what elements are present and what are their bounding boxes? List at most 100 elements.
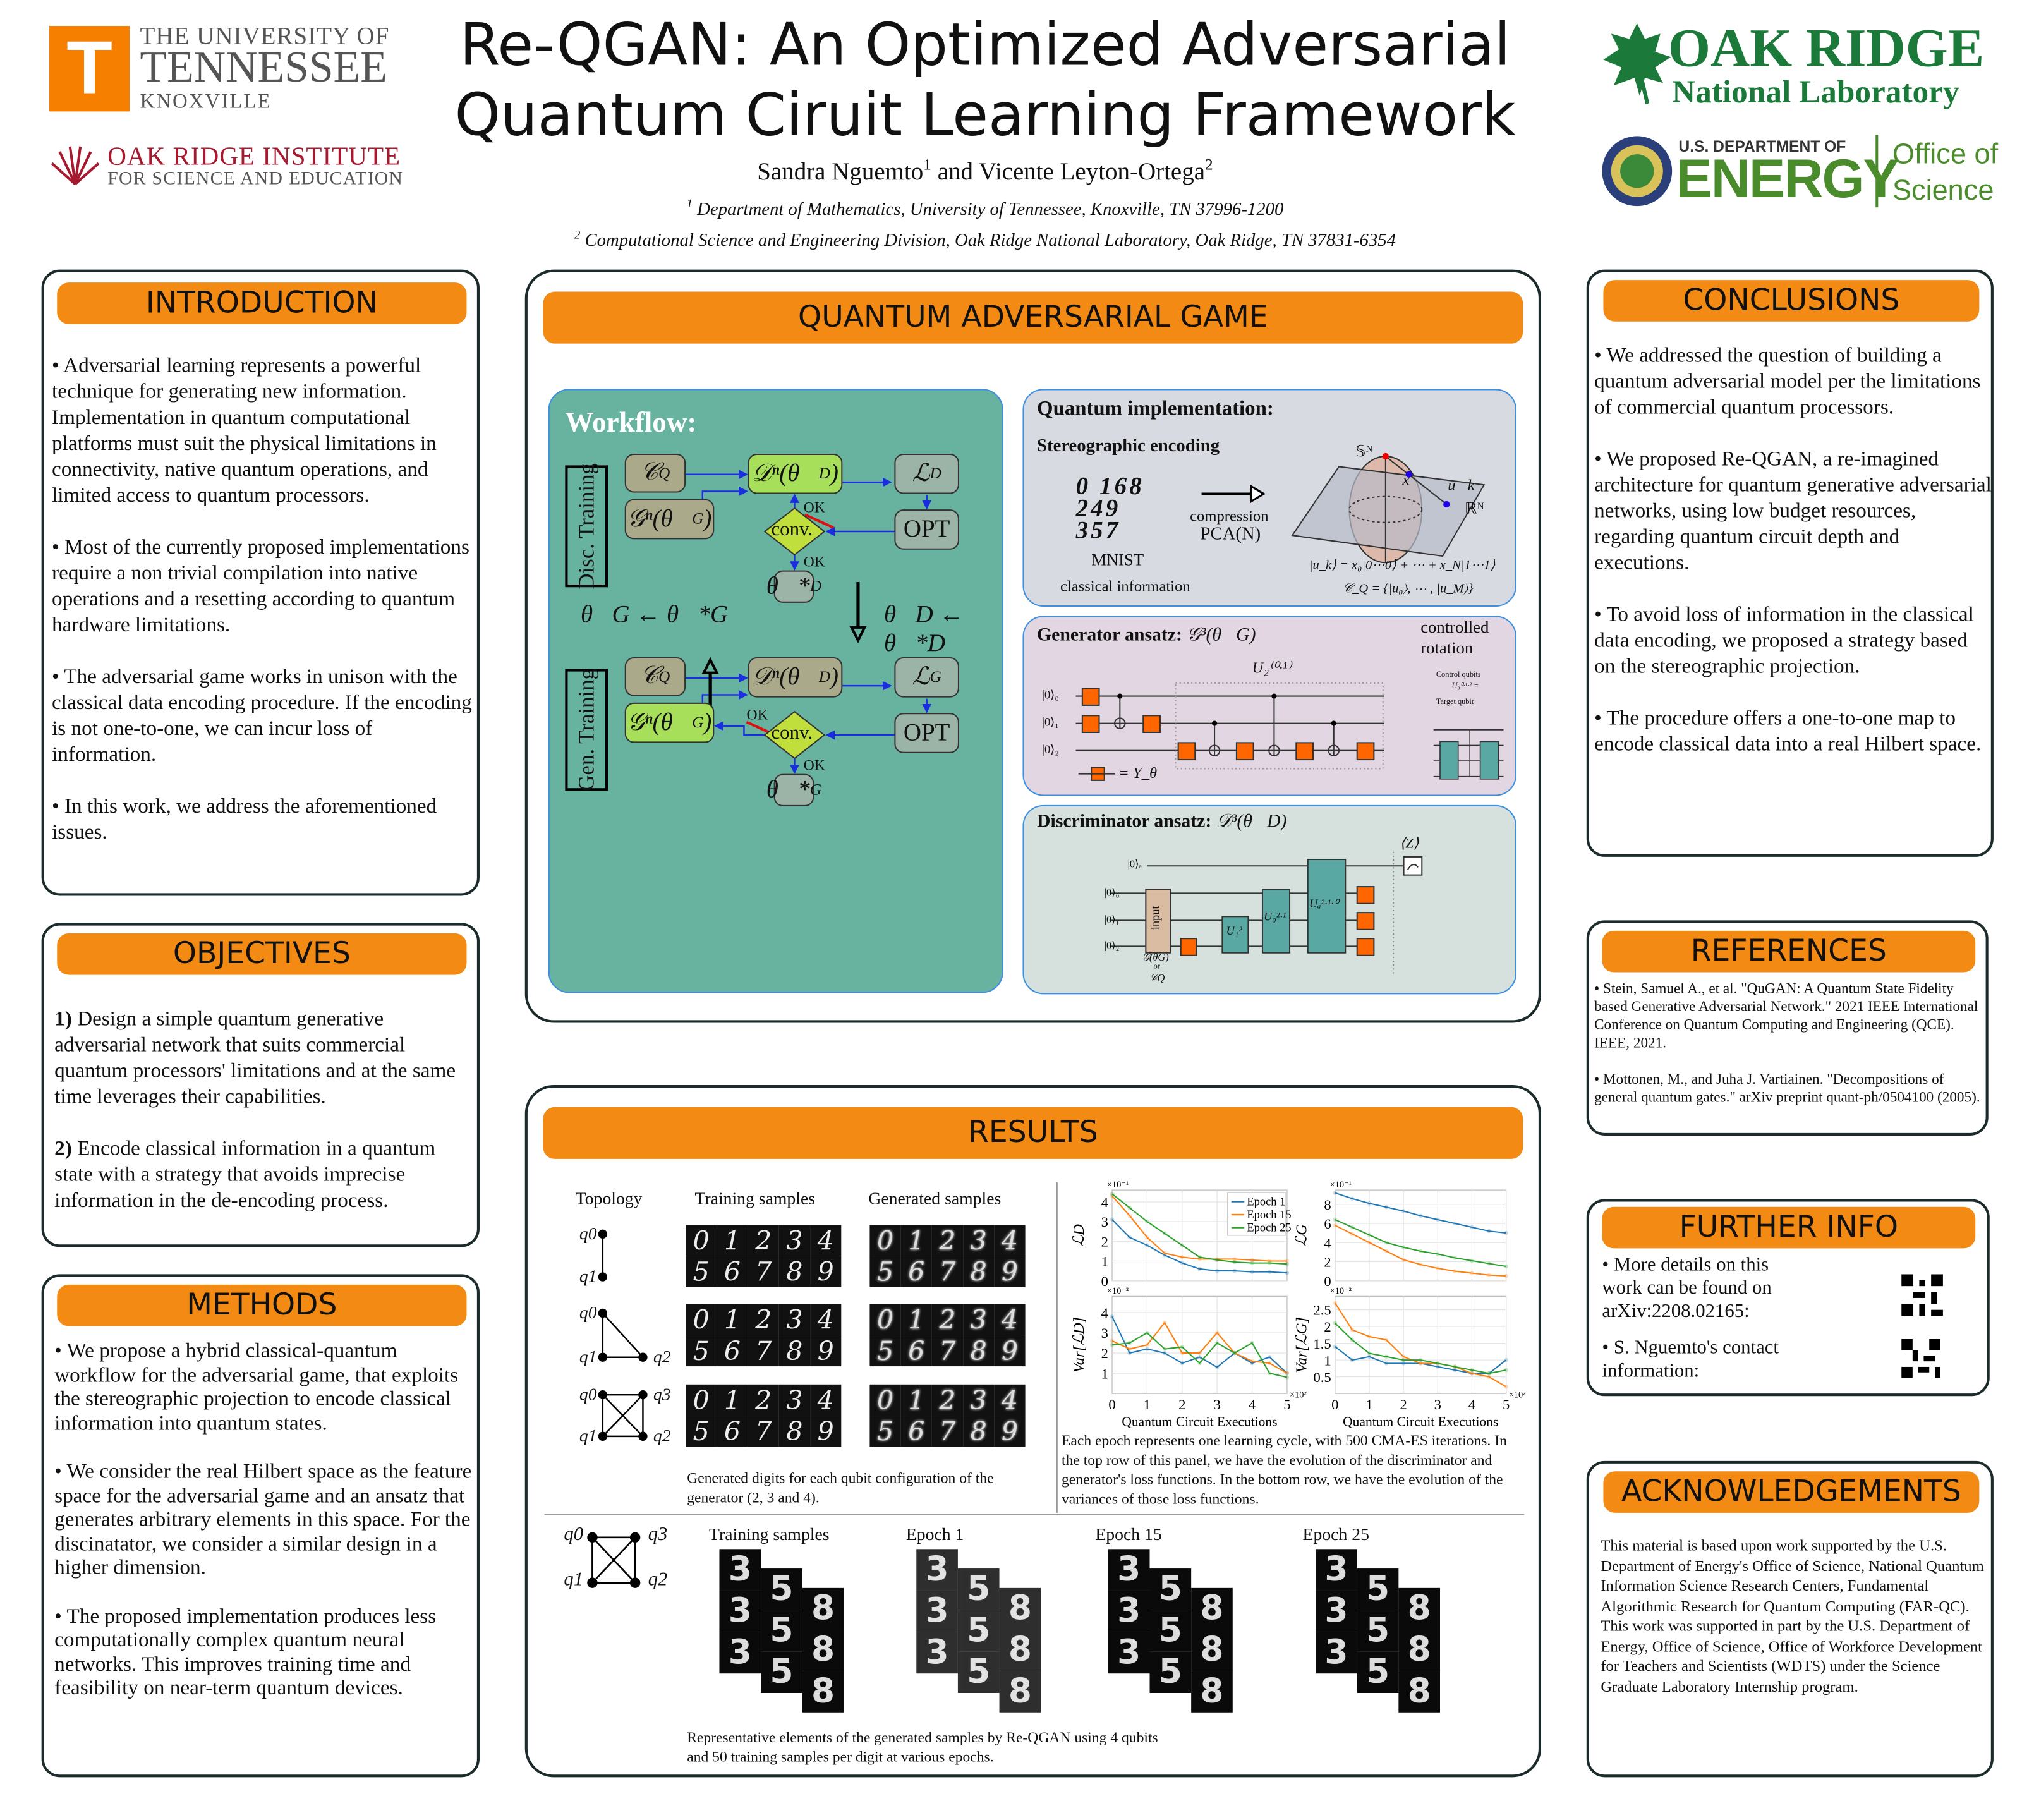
title-line1: Re-QGAN: An Optimized Adversarial — [459, 10, 1511, 80]
affiliation-1: 1 Department of Mathematics, University … — [440, 192, 1529, 223]
theta-g-star-box: θ⃗*G — [766, 774, 821, 806]
author-2-sup: 2 — [1205, 155, 1213, 174]
data-point — [1504, 1273, 1508, 1278]
aff-text: Department of Mathematics, University of… — [692, 200, 1284, 221]
data-point — [1333, 1321, 1338, 1326]
lg-sub: G — [929, 667, 941, 686]
digit-tile: 5 — [686, 1335, 717, 1367]
section-header: METHODS — [57, 1284, 467, 1326]
sample-tile: 8 — [802, 1587, 844, 1630]
dn-text: 𝒟ⁿ(θ⃗ — [751, 663, 819, 691]
doe-divider — [1875, 135, 1879, 208]
y-tick-label: 2 — [1101, 1345, 1108, 1361]
series-line-epoch-25 — [1335, 1219, 1506, 1268]
conv-label-disc: conv. — [771, 519, 813, 541]
ut-logo: T THE UNIVERSITY OF TENNESSEE KNOXVILLE — [49, 23, 412, 114]
sample-tile: 8 — [999, 1629, 1041, 1671]
contact-info: • S. Nguemto's contact information: — [1602, 1337, 1779, 1382]
data-point — [1162, 1231, 1167, 1236]
sample-tile: 5 — [957, 1651, 1000, 1693]
disc-training-text: Disc. Training — [573, 463, 598, 590]
y-tick-label: 4 — [1101, 1194, 1108, 1210]
data-point — [1180, 1243, 1185, 1247]
paragraph: • To avoid loss of information in the cl… — [1594, 602, 1974, 678]
sample-tile: 3 — [719, 1590, 761, 1632]
data-point — [1470, 1368, 1474, 1373]
x-tick-label: 1 — [1144, 1397, 1151, 1412]
plot-area — [1111, 1295, 1288, 1394]
controlled-rotation-circuit — [1433, 729, 1504, 780]
data-point — [1180, 1261, 1185, 1265]
qr-code-icon[interactable] — [1900, 1338, 1942, 1378]
y-tick-label: 2 — [1324, 1254, 1331, 1270]
digit-tile: 0 — [869, 1225, 901, 1256]
data-point — [1384, 1337, 1389, 1342]
y-axis-label: ℒD — [1070, 1224, 1087, 1247]
data-point — [1214, 1365, 1220, 1369]
digit-tile: 9 — [810, 1416, 842, 1447]
digit-tile: 8 — [963, 1256, 995, 1287]
sample-tile: 8 — [1191, 1629, 1233, 1671]
y-tick-label: 1 — [1101, 1366, 1108, 1381]
digit-tile: 2 — [931, 1384, 964, 1416]
gate-label: U₁² — [1226, 924, 1242, 938]
ut-t-mark: T — [49, 26, 130, 112]
workflow-arrows — [686, 470, 932, 775]
data-point — [1162, 1320, 1167, 1325]
topo-q0: q0 — [579, 1385, 597, 1405]
data-point — [1384, 1354, 1389, 1359]
big-q3: q3 — [648, 1524, 668, 1546]
sample-tile: 8 — [1191, 1587, 1233, 1630]
further-info-section: FURTHER INFO • More details on this work… — [1586, 1199, 1990, 1397]
data-point — [1333, 1223, 1338, 1228]
doe-seal-icon — [1602, 136, 1673, 207]
data-point — [1180, 1345, 1185, 1349]
data-point — [1267, 1270, 1272, 1274]
y-axis-label: Var[ℒG] — [1293, 1317, 1311, 1373]
title-line2: Quantum Ciruit Learning Framework — [454, 80, 1516, 149]
ornl-line2: National Laboratory — [1672, 75, 1959, 111]
paragraph: • We addressed the question of building … — [1594, 343, 1981, 419]
data-point — [1285, 1375, 1290, 1380]
digit-tile: 9 — [994, 1335, 1026, 1367]
qr-code-icon[interactable] — [1900, 1274, 1944, 1316]
results-vertical-divider — [1056, 1182, 1058, 1513]
discriminator-box-gen: 𝒟ⁿ(θ⃗D) — [748, 657, 843, 698]
digit-tile: 6 — [717, 1416, 748, 1447]
topo-q0: q0 — [579, 1303, 597, 1324]
sample-tile: 5 — [957, 1568, 1000, 1610]
theta-d-star-box: θ⃗*D — [766, 570, 821, 603]
digit-tile: 5 — [869, 1416, 901, 1447]
methods-text: • We propose a hybrid classical-quantum … — [54, 1339, 475, 1726]
y-tick-label: 2 — [1324, 1319, 1331, 1335]
x-vector-label: x⃗ — [1402, 470, 1422, 489]
gn-sub: G — [692, 713, 704, 731]
x-axis-label: Quantum Circuit Executions — [1122, 1414, 1277, 1429]
data-point — [1267, 1355, 1272, 1359]
section-header: OBJECTIVES — [57, 933, 467, 975]
ornl-logo: OAK RIDGE National Laboratory — [1601, 18, 2002, 116]
data-point — [1197, 1266, 1202, 1271]
digit-tile: 7 — [748, 1256, 779, 1287]
panel-title: Quantum implementation: — [1037, 397, 1274, 420]
data-point — [1214, 1268, 1220, 1273]
data-point — [1110, 1314, 1115, 1319]
data-point — [1453, 1221, 1457, 1226]
data-point — [1214, 1258, 1220, 1263]
data-point — [1401, 1354, 1406, 1359]
data-point — [1110, 1342, 1115, 1347]
ornl-line1: OAK RIDGE — [1668, 19, 1985, 80]
paragraph: • Adversarial learning represents a powe… — [52, 354, 437, 507]
data-point — [1214, 1330, 1220, 1335]
data-point — [1384, 1205, 1389, 1210]
measurement-icon — [1403, 856, 1423, 876]
data-point — [1285, 1261, 1290, 1266]
y-tick-label: 0 — [1324, 1273, 1331, 1289]
digit-tile: 7 — [748, 1335, 779, 1367]
paren: ) — [703, 708, 712, 736]
data-point — [1470, 1371, 1474, 1376]
data-point — [1127, 1340, 1132, 1345]
objective-num: 1) — [54, 1007, 72, 1031]
